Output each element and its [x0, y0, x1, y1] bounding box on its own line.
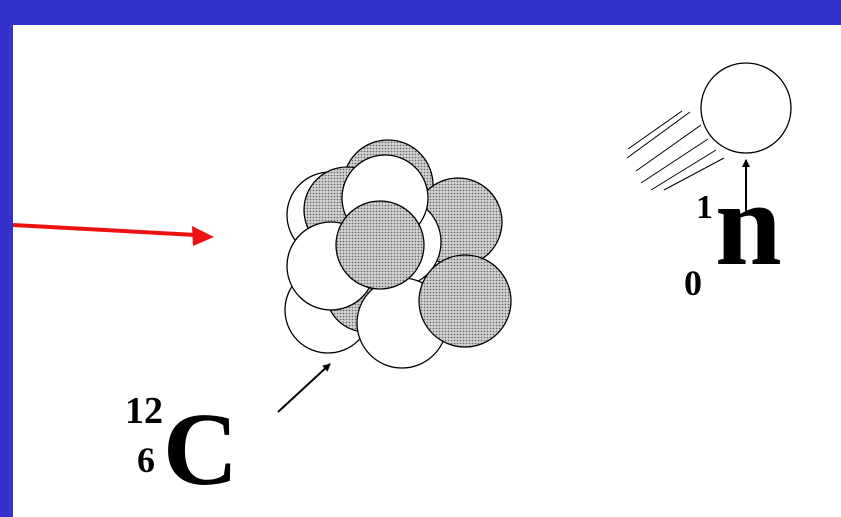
neutron-mass-number: 1: [696, 191, 713, 225]
carbon-mass-number: 12: [125, 392, 163, 430]
nucleon-proton: [419, 255, 511, 347]
neutron-atomic-number: 0: [684, 265, 702, 301]
carbon-symbol: C: [163, 398, 238, 502]
neutron-symbol: n: [715, 164, 782, 284]
incoming-neutron-icon: [701, 63, 791, 153]
carbon-nucleus-cluster-icon: [285, 140, 511, 368]
carbon-label-arrow-icon: [278, 364, 330, 412]
red-pointer-arrow-icon: [13, 225, 214, 246]
carbon-atomic-number: 6: [137, 442, 155, 478]
nucleon-proton: [336, 201, 424, 289]
